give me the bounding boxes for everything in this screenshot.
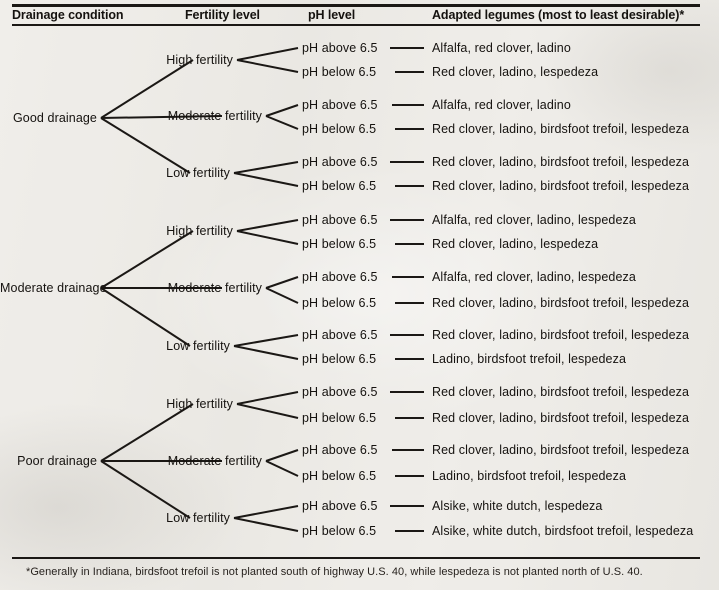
fertility-node-0-0: High fertility bbox=[166, 52, 233, 67]
ph-node-0-0-0: pH above 6.5 bbox=[302, 40, 378, 55]
legume-node-1-2-0: Red clover, ladino, birdsfoot trefoil, l… bbox=[432, 327, 690, 342]
fertility-node-2-2: Low fertility bbox=[166, 510, 230, 525]
legume-node-1-1-1: Red clover, ladino, birdsfoot trefoil, l… bbox=[432, 295, 690, 310]
ph-node-0-0-1: pH below 6.5 bbox=[302, 64, 377, 79]
drainage-node-2: Poor drainage bbox=[17, 453, 97, 468]
legume-node-0-1-1: Red clover, ladino, birdsfoot trefoil, l… bbox=[432, 121, 690, 136]
ph-node-0-2-0: pH above 6.5 bbox=[302, 154, 378, 169]
legume-node-0-1-0: Alfalfa, red clover, ladino bbox=[432, 97, 571, 112]
fertility-node-1-1: Moderate fertility bbox=[167, 280, 262, 295]
column-header-drainage: Drainage condition bbox=[12, 8, 124, 22]
fertility-node-0-2: Low fertility bbox=[166, 165, 230, 180]
rule-bottom bbox=[12, 557, 700, 559]
legume-node-2-1-0: Red clover, ladino, birdsfoot trefoil, l… bbox=[432, 442, 690, 457]
legume-node-0-2-1: Red clover, ladino, birdsfoot trefoil, l… bbox=[432, 178, 690, 193]
ph-node-1-1-1: pH below 6.5 bbox=[302, 295, 377, 310]
fertility-node-2-1: Moderate fertility bbox=[167, 453, 262, 468]
fertility-node-2-0: High fertility bbox=[166, 396, 233, 411]
legume-node-2-2-1: Alsike, white dutch, birdsfoot trefoil, … bbox=[432, 523, 694, 538]
legume-node-0-0-1: Red clover, ladino, lespedeza bbox=[432, 64, 599, 79]
legume-node-2-0-1: Red clover, ladino, birdsfoot trefoil, l… bbox=[432, 410, 690, 425]
ph-node-1-2-0: pH above 6.5 bbox=[302, 327, 378, 342]
ph-node-1-2-1: pH below 6.5 bbox=[302, 351, 377, 366]
fertility-node-1-0: High fertility bbox=[166, 223, 233, 238]
ph-node-1-0-1: pH below 6.5 bbox=[302, 236, 377, 251]
ph-node-0-2-1: pH below 6.5 bbox=[302, 178, 377, 193]
legume-node-1-0-1: Red clover, ladino, lespedeza bbox=[432, 236, 599, 251]
footnote: *Generally in Indiana, birdsfoot trefoil… bbox=[26, 566, 643, 578]
legume-node-0-0-0: Alfalfa, red clover, ladino bbox=[432, 40, 571, 55]
ph-node-2-1-0: pH above 6.5 bbox=[302, 442, 378, 457]
ph-node-0-1-1: pH below 6.5 bbox=[302, 121, 377, 136]
legume-node-0-2-0: Red clover, ladino, birdsfoot trefoil, l… bbox=[432, 154, 690, 169]
ph-node-2-2-0: pH above 6.5 bbox=[302, 498, 378, 513]
drainage-node-0: Good drainage bbox=[12, 110, 97, 125]
legume-node-2-0-0: Red clover, ladino, birdsfoot trefoil, l… bbox=[432, 384, 690, 399]
fertility-node-0-1: Moderate fertility bbox=[167, 108, 262, 123]
ph-node-1-0-0: pH above 6.5 bbox=[302, 212, 378, 227]
ph-node-1-1-0: pH above 6.5 bbox=[302, 269, 378, 284]
ph-node-2-1-1: pH below 6.5 bbox=[302, 468, 377, 483]
legume-node-1-2-1: Ladino, birdsfoot trefoil, lespedeza bbox=[432, 351, 626, 366]
ph-node-2-0-1: pH below 6.5 bbox=[302, 410, 377, 425]
ph-node-0-1-0: pH above 6.5 bbox=[302, 97, 378, 112]
column-header-fertility: Fertility level bbox=[185, 8, 260, 22]
ph-node-2-2-1: pH below 6.5 bbox=[302, 523, 377, 538]
drainage-node-1: Moderate drainage bbox=[0, 280, 107, 295]
legume-node-2-1-1: Ladino, birdsfoot trefoil, lespedeza bbox=[432, 468, 626, 483]
rule-under-header bbox=[12, 24, 700, 26]
column-header-ph: pH level bbox=[308, 8, 356, 22]
legume-node-1-0-0: Alfalfa, red clover, ladino, lespedeza bbox=[432, 212, 636, 227]
fertility-node-1-2: Low fertility bbox=[166, 338, 230, 353]
column-header-legumes: Adapted legumes (most to least desirable… bbox=[432, 8, 685, 22]
legume-node-1-1-0: Alfalfa, red clover, ladino, lespedeza bbox=[432, 269, 636, 284]
rule-top bbox=[12, 4, 700, 7]
ph-node-2-0-0: pH above 6.5 bbox=[302, 384, 378, 399]
legume-node-2-2-0: Alsike, white dutch, lespedeza bbox=[432, 498, 603, 513]
